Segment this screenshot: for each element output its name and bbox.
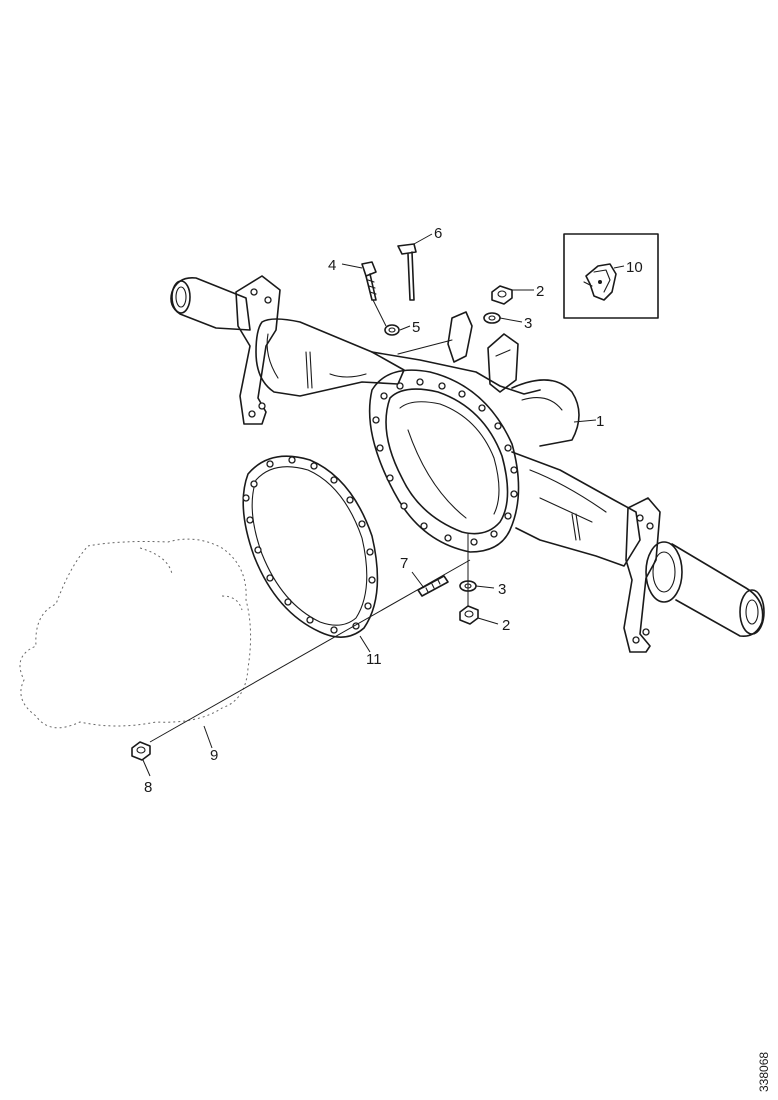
pin bbox=[397, 243, 417, 301]
stud bbox=[417, 575, 449, 597]
axle-housing bbox=[170, 275, 765, 653]
assembly-leader-line bbox=[149, 559, 471, 743]
nut-top bbox=[491, 285, 513, 305]
nut-bottom bbox=[459, 605, 479, 625]
nut-8 bbox=[131, 741, 151, 761]
bolt bbox=[361, 261, 387, 327]
callout-leaders bbox=[142, 233, 625, 777]
gasket bbox=[242, 455, 379, 638]
callout-3-top: 3 bbox=[524, 315, 532, 332]
callout-11: 11 bbox=[366, 651, 382, 668]
callout-6: 6 bbox=[434, 225, 442, 242]
callout-3-bottom: 3 bbox=[498, 581, 506, 598]
clip-part bbox=[583, 263, 617, 301]
washer bbox=[384, 324, 400, 336]
reference-number: 338068 bbox=[757, 1052, 771, 1092]
callout-8: 8 bbox=[144, 779, 152, 796]
differential-carrier-outline bbox=[19, 538, 252, 729]
callout-9: 9 bbox=[210, 747, 218, 764]
callout-4: 4 bbox=[328, 257, 336, 274]
callout-2-top: 2 bbox=[536, 283, 544, 300]
callout-2-bottom: 2 bbox=[502, 617, 510, 634]
callout-1: 1 bbox=[596, 413, 604, 430]
callout-5: 5 bbox=[412, 319, 420, 336]
washer-top bbox=[483, 312, 501, 324]
callout-10: 10 bbox=[626, 259, 643, 276]
callout-7: 7 bbox=[400, 555, 408, 572]
inset-box bbox=[563, 233, 659, 319]
